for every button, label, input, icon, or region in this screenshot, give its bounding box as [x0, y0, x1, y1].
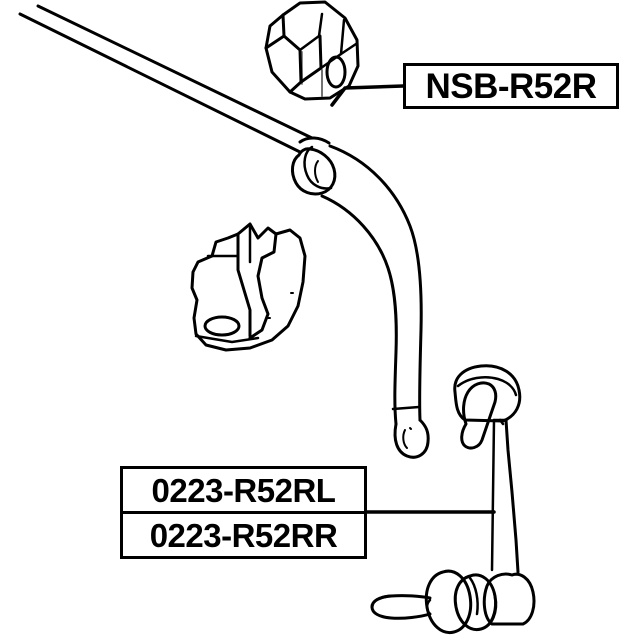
label-row-left: 0223-R52RL	[123, 469, 364, 514]
stabilizer-bushing	[264, 0, 360, 101]
link-part-number-right: 0223-R52RR	[149, 516, 338, 554]
label-row-right: 0223-R52RR	[123, 514, 364, 556]
link-lower-ball-joint	[370, 569, 536, 635]
link-upper-ball-joint	[453, 364, 522, 450]
leader-lines	[330, 84, 496, 514]
link-shaft	[490, 418, 520, 574]
label-box-link[interactable]: 0223-R52RL 0223-R52RR	[120, 466, 367, 559]
stabilizer-bar-bend	[320, 144, 430, 459]
mounting-bracket	[190, 222, 307, 352]
label-box-bushing[interactable]: NSB-R52R	[403, 63, 619, 109]
bushing-part-number: NSB-R52R	[425, 66, 597, 106]
link-part-number-left: 0223-R52RL	[151, 471, 336, 509]
stabilizer-bar	[18, 4, 314, 154]
bar-collar	[290, 136, 337, 196]
